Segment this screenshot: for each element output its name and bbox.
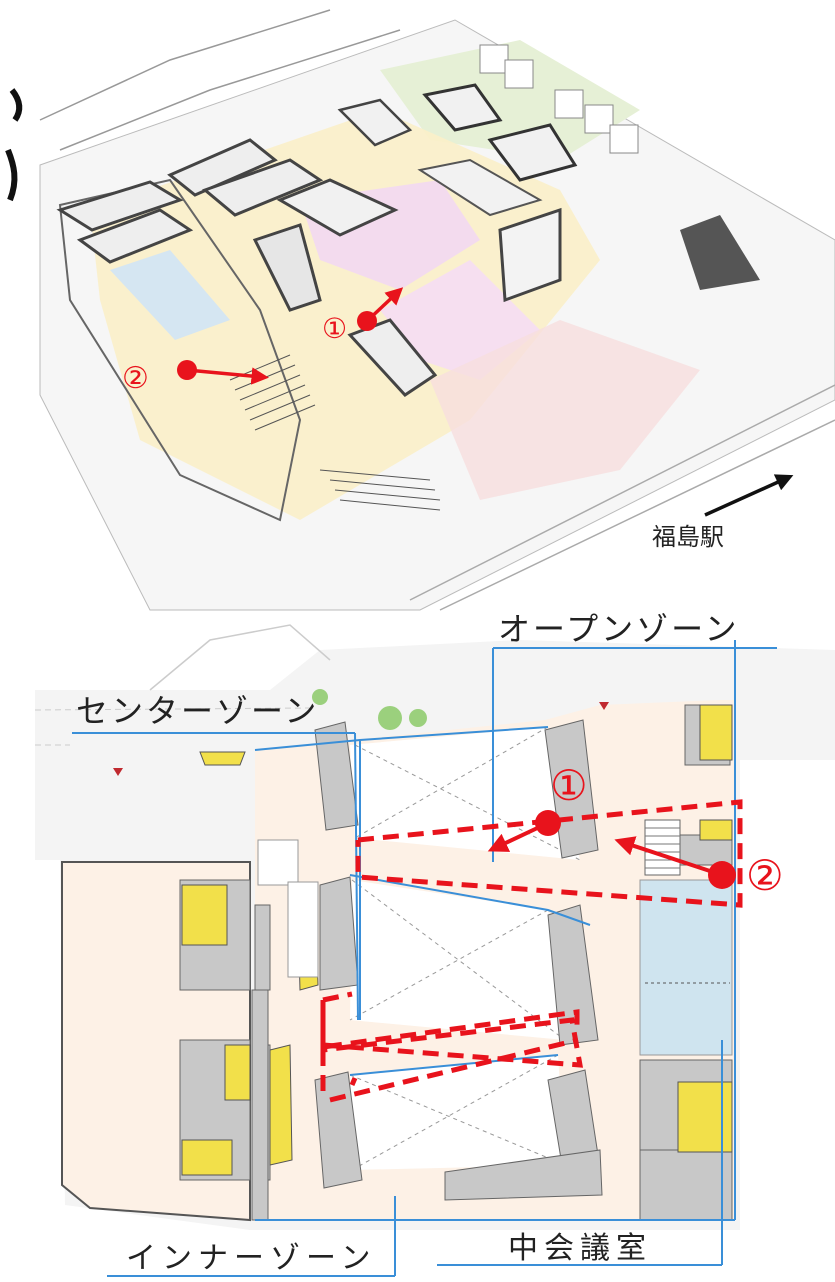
- aerial-marker-1-label: ①: [322, 312, 347, 345]
- plan-marker-dot-1: [535, 810, 561, 836]
- aerial-marker-dot-1: [357, 311, 377, 331]
- station-label: 福島駅: [652, 523, 724, 551]
- zone-label-open: オープンゾーン: [498, 610, 739, 648]
- zone-label-inner: インナーゾーン: [126, 1241, 377, 1276]
- plan-marker-2-label: ②: [746, 851, 784, 900]
- station-arrow: [704, 474, 794, 517]
- aerial-marker-2-label: ②: [122, 361, 149, 396]
- aerial-view: ① ② 福島駅: [5, 9, 835, 611]
- plan-marker-dot-2: [708, 861, 736, 889]
- aerial-arrow-2: [186, 367, 269, 385]
- room-label-meeting: 中会議室: [508, 1231, 652, 1266]
- zone-label-center: センターゾーン: [76, 692, 319, 730]
- aerial-marker-dot-2: [177, 360, 197, 380]
- plan-arrow-2: [614, 836, 723, 877]
- plan-marker-1-label: ①: [550, 761, 588, 810]
- floor-plan: ① ② オープンゾーン センターゾーン インナーゾーン 中会議室: [34, 610, 835, 1277]
